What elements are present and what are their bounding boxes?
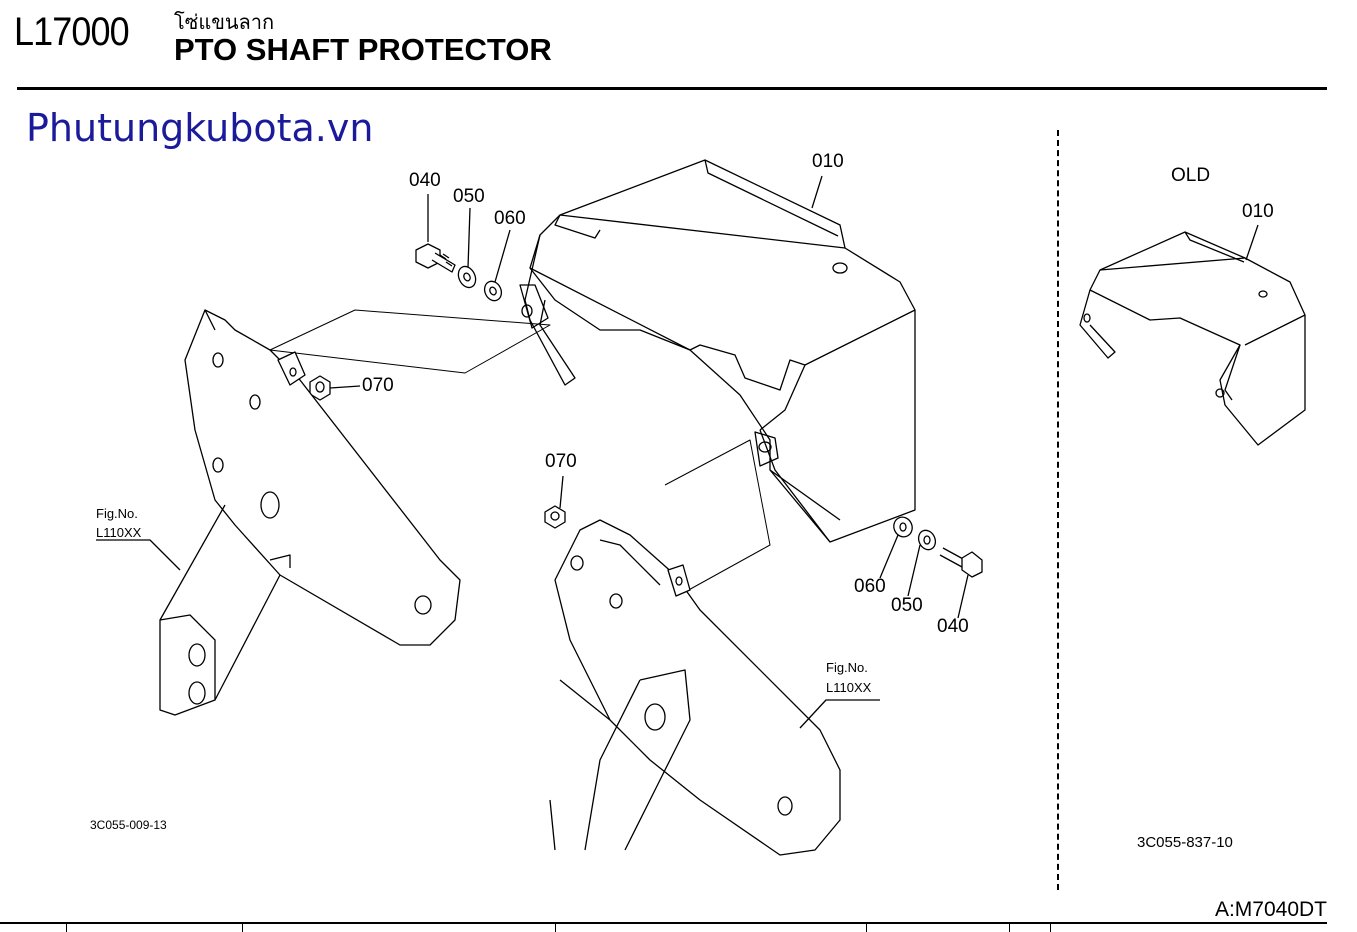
washer-060-top (483, 280, 503, 302)
fig-ref-code-center: L110XX (826, 680, 872, 695)
left-bracket (159, 309, 461, 716)
bolt-040-top (415, 243, 456, 273)
callout-040-top: 040 (409, 170, 441, 191)
callout-060-top: 060 (494, 208, 526, 229)
section-divider (1057, 130, 1059, 890)
callout-070-center: 070 (545, 451, 577, 472)
footer-divider (66, 922, 67, 932)
callout-040-bottom: 040 (937, 616, 969, 637)
washer-050-bottom (917, 529, 937, 551)
fig-ref-code-left: L110XX (96, 525, 142, 540)
callout-060-bottom: 060 (854, 576, 886, 597)
washer-050-top (457, 265, 477, 289)
footer-divider (555, 922, 556, 932)
header-rule (17, 87, 1327, 90)
reference-code: A:M7040DT (1214, 898, 1327, 921)
bolt-040-bottom (939, 547, 983, 578)
page-title: PTO SHAFT PROTECTOR (174, 32, 552, 67)
callout-050-top: 050 (453, 186, 485, 207)
footer-divider (866, 922, 867, 932)
footer-divider (242, 922, 243, 932)
footer-divider (1009, 922, 1010, 932)
model-code: L17000 (14, 10, 130, 54)
center-bracket (549, 519, 841, 856)
callout-010: 010 (812, 151, 844, 172)
old-shaft-protector (1079, 231, 1306, 446)
old-heading: OLD (1171, 165, 1211, 186)
footer-divider (1050, 922, 1051, 932)
drawing-id-main: 3C055-009-13 (90, 818, 167, 832)
callout-070-left: 070 (362, 375, 394, 396)
nut-070-center (544, 505, 566, 529)
callout-050-bottom: 050 (891, 595, 923, 616)
title-thai: โซ่แขนลาก (174, 10, 275, 34)
watermark-text: Phutungkubota.vn (26, 106, 374, 150)
shaft-protector-010 (519, 159, 916, 543)
callout-old-010: 010 (1242, 201, 1274, 222)
footer-rule (0, 922, 1327, 924)
fig-ref-label-left: Fig.No. (96, 506, 138, 521)
washer-060-bottom (893, 516, 913, 538)
fig-ref-label-center: Fig.No. (826, 660, 868, 675)
drawing-id-old: 3C055-837-10 (1137, 834, 1233, 851)
